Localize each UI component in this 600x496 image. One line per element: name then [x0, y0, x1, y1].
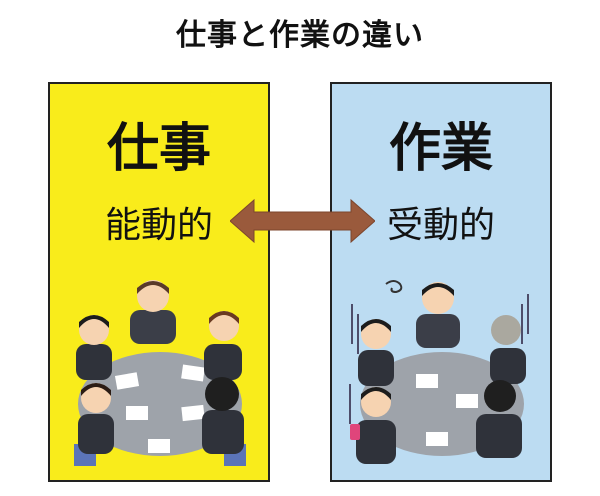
person-right-top: [204, 311, 242, 380]
person-left-bottom: [78, 383, 114, 454]
paper: [416, 374, 438, 388]
person-left-bottom: [350, 387, 396, 464]
paper: [181, 364, 205, 382]
panel-work: 仕事 能動的: [48, 82, 270, 482]
paper: [456, 394, 478, 408]
panel-task-subheading: 受動的: [386, 205, 495, 246]
phone-icon: [350, 424, 360, 440]
person-right-bottom: [476, 380, 522, 458]
person-right-bottom: [202, 377, 244, 454]
paper: [426, 432, 448, 446]
panel-work-subheading: 能動的: [104, 205, 213, 246]
paper: [148, 439, 170, 453]
person-top: [416, 282, 460, 348]
panel-task: 作業 受動的: [330, 82, 552, 482]
person-left-top: [358, 319, 394, 386]
panel-task-heading: 作業: [388, 119, 493, 179]
passive-meeting-illustration: [349, 280, 529, 464]
gloom-lines: [349, 294, 529, 424]
paper: [126, 406, 148, 420]
paper: [114, 372, 140, 390]
active-meeting-illustration: [74, 280, 246, 466]
panel-work-heading: 仕事: [106, 119, 211, 179]
page-title: 仕事と作業の違い: [176, 18, 424, 53]
person-top: [130, 280, 176, 344]
paper: [181, 404, 205, 422]
person-left-top: [76, 315, 112, 380]
swirl-icon: [385, 280, 403, 294]
person-right-top: [490, 315, 526, 384]
double-arrow-icon: [230, 198, 375, 244]
